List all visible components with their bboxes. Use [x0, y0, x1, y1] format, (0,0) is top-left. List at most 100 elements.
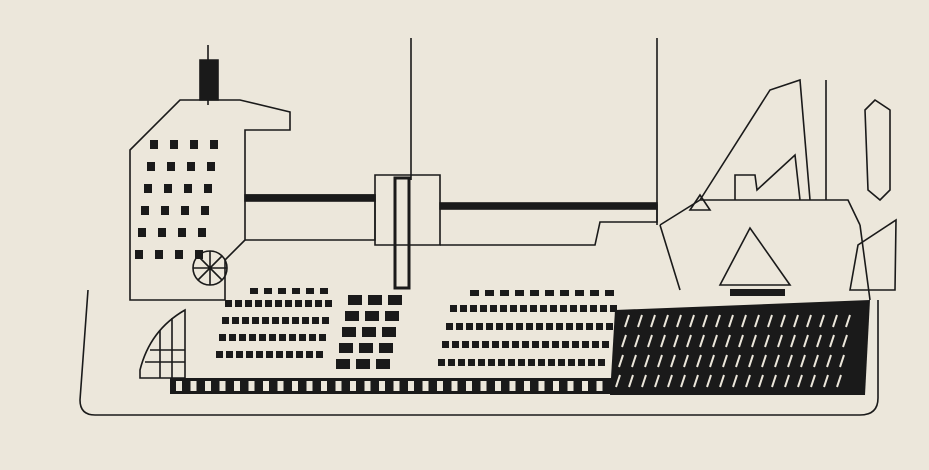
window — [518, 359, 525, 366]
window — [558, 359, 565, 366]
right-skyline — [659, 78, 891, 226]
roof-window — [575, 290, 584, 296]
ornate-window — [790, 334, 796, 348]
window — [566, 323, 573, 330]
window — [492, 341, 499, 348]
window — [259, 334, 266, 341]
tower-window — [167, 162, 175, 171]
window — [516, 323, 523, 330]
tower-window — [195, 250, 203, 259]
ornate-window — [689, 314, 695, 328]
gable-right — [849, 218, 897, 291]
ornate-window — [722, 354, 728, 368]
tower-window — [201, 206, 209, 215]
ornate-window — [738, 334, 744, 348]
ornate-window — [767, 314, 773, 328]
ornate-window — [683, 354, 689, 368]
ornate-window — [774, 354, 780, 368]
ground-window — [234, 381, 240, 391]
ground-window — [219, 381, 226, 391]
window — [588, 359, 595, 366]
ornate-window — [816, 334, 822, 348]
ornate-window — [680, 374, 686, 388]
tower-window — [161, 206, 169, 215]
window — [532, 341, 539, 348]
stair-window — [359, 343, 373, 353]
ornate-window — [663, 314, 669, 328]
window — [486, 323, 493, 330]
stair-window — [356, 359, 370, 369]
window — [598, 359, 605, 366]
window — [456, 323, 463, 330]
ornate-window — [761, 354, 767, 368]
tower-window — [170, 140, 178, 149]
ornate-window — [673, 334, 679, 348]
window — [466, 323, 473, 330]
window — [520, 305, 527, 312]
window — [272, 317, 279, 324]
ornate-window — [735, 354, 741, 368]
window — [500, 305, 507, 312]
window — [556, 323, 563, 330]
window — [216, 351, 223, 358]
ornate-window — [706, 374, 712, 388]
window-rows — [135, 140, 617, 369]
window — [496, 323, 503, 330]
ground-window — [495, 381, 501, 391]
window — [309, 334, 316, 341]
ornate-window — [754, 314, 760, 328]
ornate-window — [693, 374, 699, 388]
window — [239, 334, 246, 341]
window — [542, 341, 549, 348]
tower-window — [198, 228, 206, 237]
ornate-window — [719, 374, 725, 388]
ornate-window — [702, 314, 708, 328]
window — [299, 334, 306, 341]
ornate-window — [618, 354, 624, 368]
window — [498, 359, 505, 366]
stair-window — [376, 359, 390, 369]
ornate-window — [842, 334, 848, 348]
window — [279, 334, 286, 341]
window — [275, 300, 282, 307]
window — [568, 359, 575, 366]
window — [219, 334, 226, 341]
ground-window — [451, 381, 458, 391]
ornate-window — [660, 334, 666, 348]
ground-window — [524, 381, 530, 391]
ornate-window — [644, 354, 650, 368]
window — [546, 323, 553, 330]
ground-window — [248, 381, 255, 391]
roof-window — [320, 288, 328, 294]
roof-window — [545, 290, 554, 296]
ornate-window — [758, 374, 764, 388]
ground-window — [277, 381, 284, 391]
window — [600, 305, 607, 312]
window — [602, 341, 609, 348]
ornate-building-facade — [610, 289, 870, 395]
window — [596, 323, 603, 330]
window — [582, 341, 589, 348]
ornate-window — [628, 374, 634, 388]
ground-window — [437, 381, 443, 391]
window — [530, 305, 537, 312]
ornate-window — [836, 374, 842, 388]
ornate-window — [745, 374, 751, 388]
tower-window — [164, 184, 172, 193]
ornate-window — [780, 314, 786, 328]
ornate-window — [803, 334, 809, 348]
window — [262, 317, 269, 324]
window — [295, 300, 302, 307]
window — [232, 317, 239, 324]
ground-window — [582, 381, 588, 391]
stair-window — [362, 327, 376, 337]
ornate-window — [832, 314, 838, 328]
ornate-window — [748, 354, 754, 368]
stair-window — [385, 311, 399, 321]
window — [476, 323, 483, 330]
tower-window — [181, 206, 189, 215]
ornate-window — [751, 334, 757, 348]
ornate-window — [634, 334, 640, 348]
window — [488, 359, 495, 366]
ornate-window — [631, 354, 637, 368]
